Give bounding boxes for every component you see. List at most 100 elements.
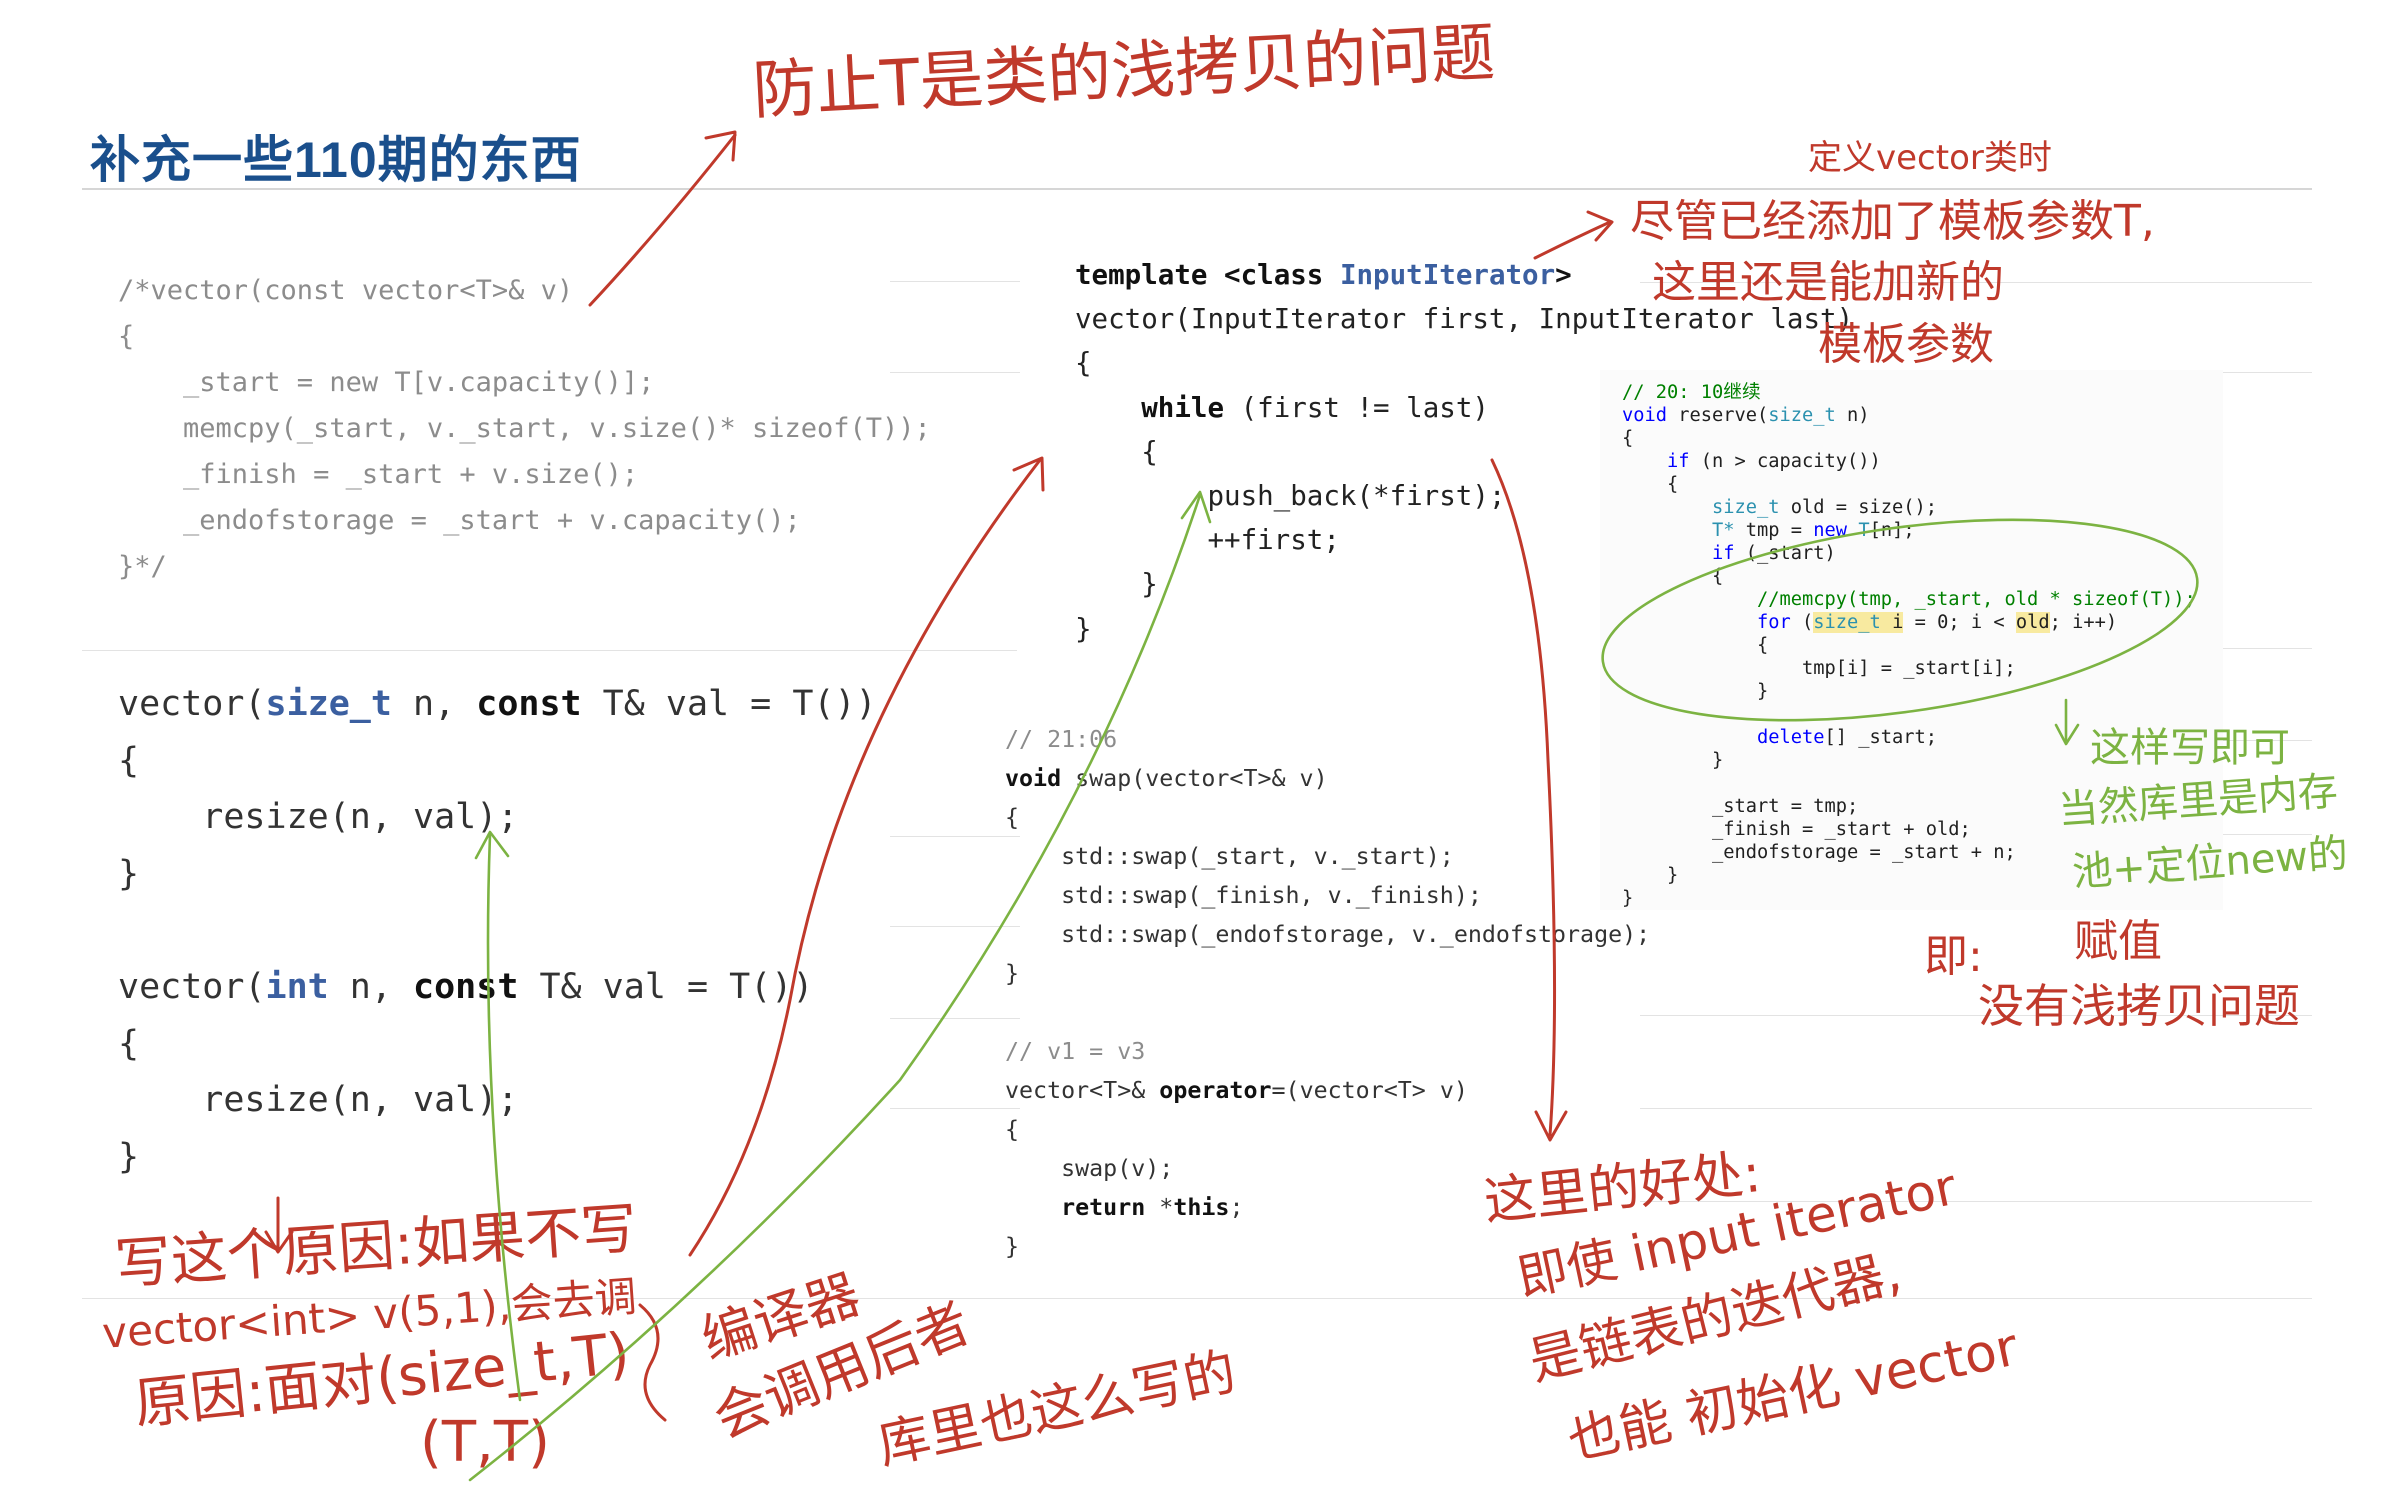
arrowhead (704, 130, 737, 162)
code-line: { (118, 321, 135, 352)
code-type: InputIterator (1339, 259, 1556, 291)
code-text (1622, 612, 1757, 633)
code-line: { (1075, 435, 1158, 468)
code-keyword: class (1240, 259, 1324, 291)
code-line: { (1622, 428, 1634, 449)
code-type: T (1847, 520, 1870, 541)
code-line: resize(n, val); (118, 797, 519, 838)
code-line: } (1005, 1233, 1020, 1260)
code-keyword: const (413, 966, 519, 1007)
brace (638, 1303, 667, 1422)
divider (890, 281, 1020, 282)
annotation-no-shallow-copy: 没有浅拷贝问题 (1978, 979, 2300, 1033)
code-text: old (2015, 612, 2050, 633)
code-line: ++first; (1075, 524, 1340, 557)
code-line: /*vector(const vector<T>& v) (118, 275, 574, 306)
annotation-template-note: 这里还是能加新的 (1652, 257, 2004, 308)
code-line: } (1622, 750, 1724, 771)
code-type: size_t (1712, 497, 1780, 518)
annotation-shallow-copy: 防止T是类的浅拷贝的问题 (750, 16, 1497, 129)
divider (2222, 834, 2312, 835)
code-text: * (1145, 1194, 1174, 1221)
code-keyword: if (1712, 543, 1735, 564)
annotation-reason: (T,T) (420, 1410, 550, 1475)
code-text: =(vector<T> v) (1271, 1077, 1468, 1104)
page-title: 补充一些110期的东西 (90, 132, 582, 188)
annotation-write-this: 这样写即可 (2090, 725, 2290, 771)
code-line: } (1622, 888, 1634, 909)
code-line: std::swap(_start, v._start); (1005, 843, 1454, 870)
code-text: vector( (118, 966, 266, 1007)
code-text (1075, 392, 1141, 424)
code-line: }*/ (118, 551, 167, 582)
code-type: int (265, 966, 329, 1007)
code-text: [n]; (1869, 520, 1915, 541)
divider (890, 926, 1020, 927)
code-type: size_t (1813, 612, 1881, 633)
code-line: } (1622, 865, 1679, 886)
code-text (1622, 451, 1667, 472)
code-line: _start = tmp; (1622, 796, 1859, 817)
code-line: _endofstorage = _start + n; (1622, 842, 2016, 863)
code-comment: // v1 = v3 (1005, 1038, 1146, 1065)
code-type: size_t (1768, 405, 1836, 426)
code-line: std::swap(_endofstorage, v._endofstorage… (1005, 921, 1651, 948)
code-line: } (1622, 681, 1769, 702)
code-type: T* (1712, 520, 1735, 541)
annotation-template-note: 尽管已经添加了模板参数T, (1630, 196, 2155, 247)
code-keyword: if (1667, 451, 1690, 472)
code-text: = 0; i < (1903, 612, 2016, 633)
code-block-fill-constructors: vector( size_t n, const T& val = T()) { r… (118, 676, 877, 1185)
code-keyword: for (1757, 612, 1791, 633)
code-text (1622, 520, 1712, 541)
annotation-template-define: 定义vector类时 (1808, 138, 2052, 178)
code-keyword: void (1622, 405, 1668, 426)
code-text: T& val = T()) (581, 684, 877, 724)
divider (1640, 1201, 2312, 1202)
divider (890, 1018, 1020, 1019)
code-line: } (1075, 612, 1092, 645)
code-line: resize(n, val); (118, 1080, 519, 1121)
code-type: size_t (265, 684, 392, 724)
code-text (1622, 543, 1712, 564)
code-text: > (1555, 259, 1572, 291)
code-line: _endofstorage = _start + v.capacity(); (118, 505, 801, 536)
code-text: vector<T>& (1005, 1077, 1160, 1104)
code-line: { (118, 740, 140, 781)
code-text: tmp = (1734, 520, 1814, 541)
code-line: vector(InputIterator first, InputIterato… (1075, 303, 1854, 336)
code-line: } (118, 853, 140, 894)
code-keyword: delete (1757, 727, 1825, 748)
code-line: } (1075, 568, 1158, 601)
code-keyword: void (1005, 765, 1062, 792)
divider (2222, 372, 2312, 373)
code-text (1005, 1194, 1061, 1221)
divider (890, 836, 1020, 837)
code-text: swap(vector<T>& v) (1061, 765, 1328, 792)
code-text: T& val = T()) (518, 966, 814, 1007)
code-line: { (1075, 347, 1092, 380)
code-text: n, (391, 684, 477, 724)
code-keyword: return (1061, 1194, 1146, 1221)
code-text: [] _start; (1824, 727, 1938, 748)
code-keyword: operator (1159, 1077, 1272, 1104)
code-keyword: const (476, 684, 582, 724)
code-text: i (1892, 612, 1904, 633)
code-text: old = size(); (1779, 497, 1938, 518)
divider (890, 1108, 1020, 1109)
code-text: n) (1835, 405, 1870, 426)
code-line: tmp[i] = _start[i]; (1622, 658, 2016, 679)
annotation-assignment: 赋值 (2074, 916, 2162, 967)
code-block-copy-constructor: /*vector(const vector<T>& v) { _start = … (118, 268, 931, 590)
code-keyword: template (1075, 259, 1208, 291)
code-text: (_start) (1734, 543, 1836, 564)
code-line: { (1005, 1116, 1020, 1143)
title-divider (82, 188, 2312, 190)
annotation-assignment: 即: (1924, 931, 1983, 982)
code-line: _finish = _start + v.size(); (118, 459, 639, 490)
code-line: memcpy(_start, v._start, v.size()* sizeo… (118, 413, 931, 444)
arrowhead (1012, 456, 1045, 492)
code-line: } (118, 1136, 140, 1177)
code-block-range-constructor: template <class InputIterator> vector(In… (1075, 253, 1853, 651)
divider (2222, 740, 2312, 741)
